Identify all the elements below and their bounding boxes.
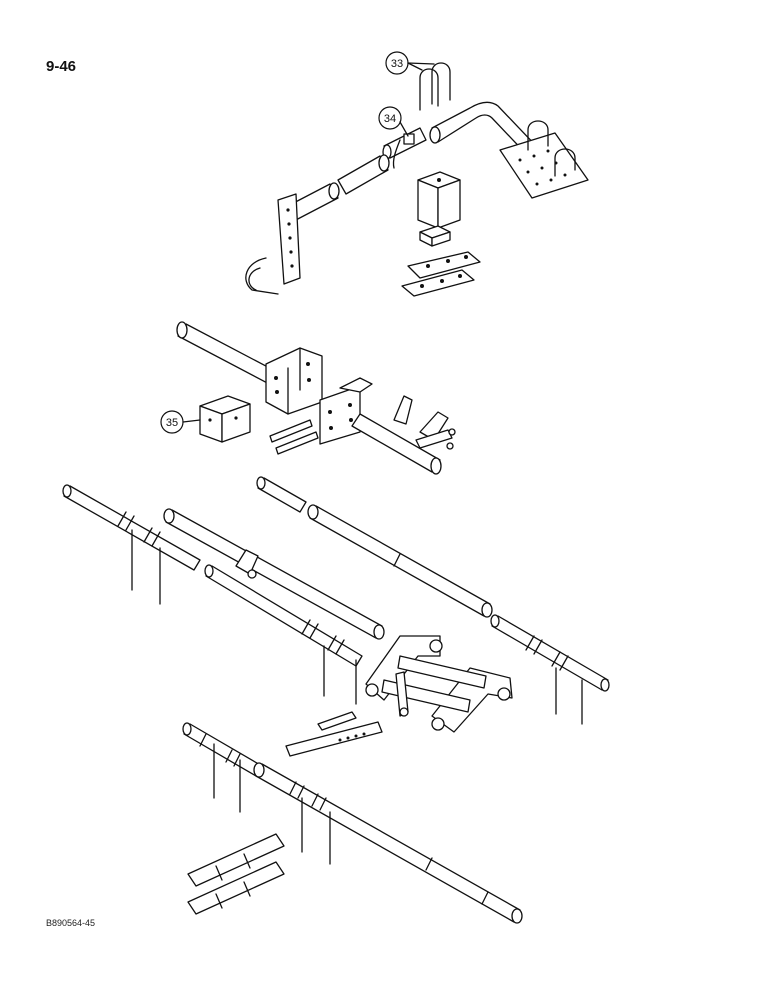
figure-code: B890564-45: [46, 918, 96, 928]
svg-text:35: 35: [166, 417, 178, 429]
callout-35: 35: [160, 410, 201, 434]
callout-33: 33: [385, 51, 435, 75]
mounting-bracket-assembly: [176, 321, 456, 475]
support-tube-assembly: [245, 62, 589, 297]
callout-34: 34: [378, 106, 409, 137]
page-number: 9-46: [46, 58, 77, 75]
rockshaft-assembly: [62, 476, 610, 924]
spacer-block-35: [199, 395, 251, 443]
svg-text:34: 34: [384, 113, 396, 125]
svg-text:33: 33: [391, 58, 403, 70]
